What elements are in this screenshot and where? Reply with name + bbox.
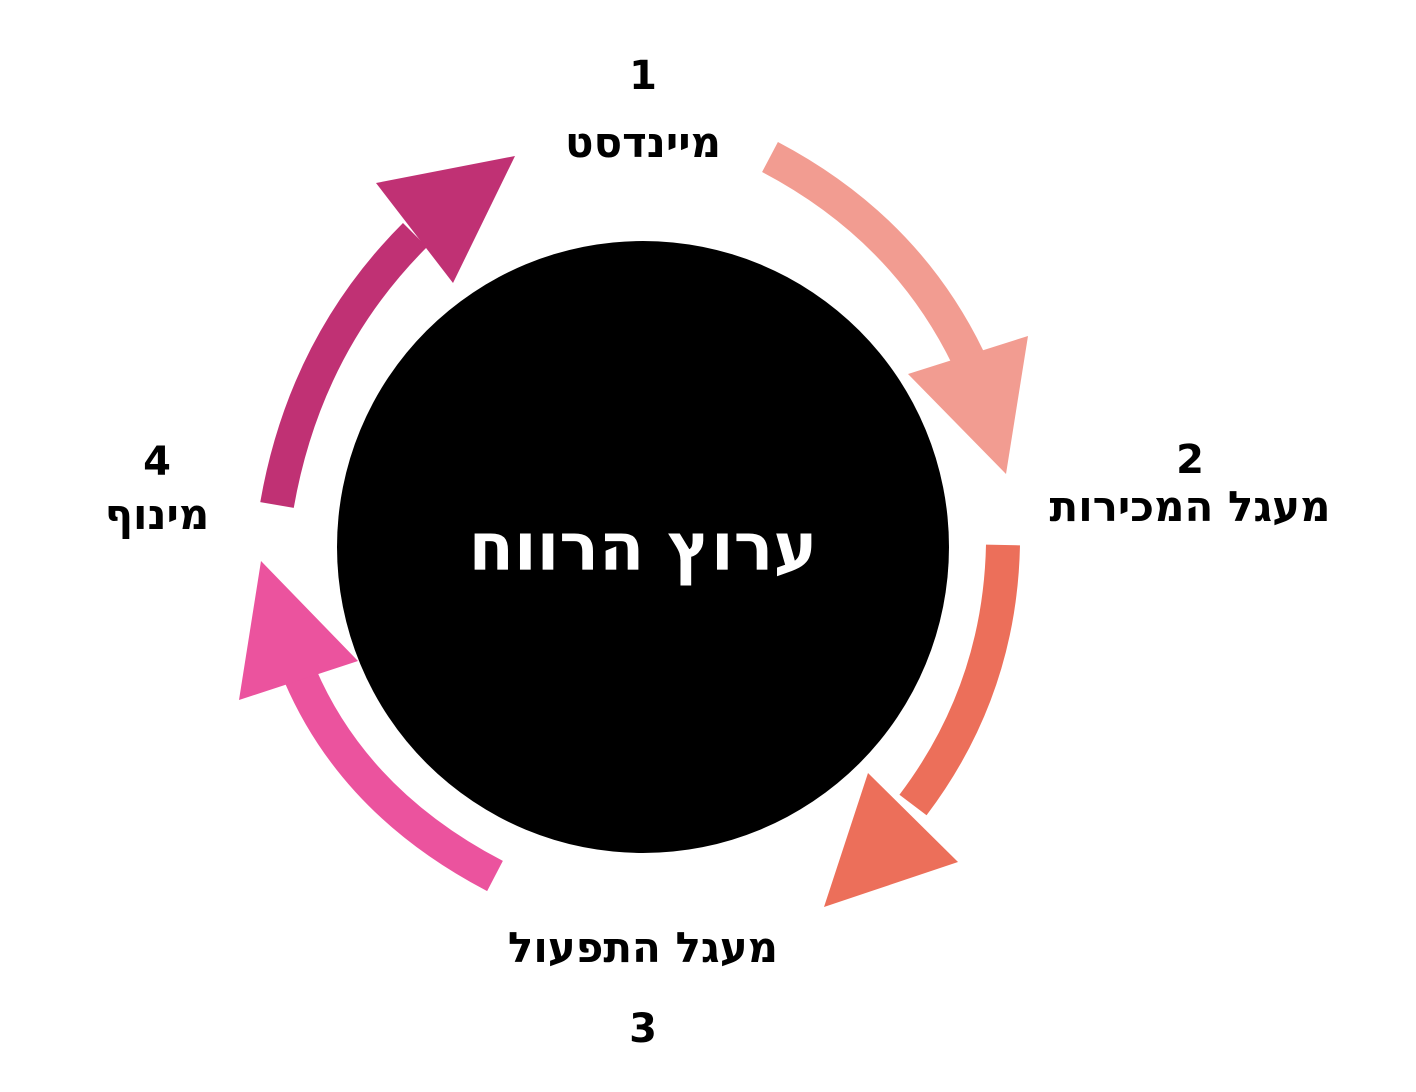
step-4-label: מינוף — [104, 490, 210, 539]
arrow-4-to-1 — [260, 156, 515, 508]
center-title: ערוץ הרווח — [468, 508, 818, 586]
arrow-2-to-3 — [824, 544, 1020, 907]
step-3-label: מעגל התפעול — [507, 923, 779, 972]
step-4-number: 4 — [143, 439, 171, 485]
center-circle — [337, 241, 949, 853]
step-2-label: מעגל המכירות — [1049, 482, 1331, 531]
step-1-number: 1 — [629, 53, 657, 99]
step-2-number: 2 — [1176, 437, 1204, 483]
arrow-1-to-2 — [762, 141, 1028, 474]
step-4: 4 מינוף — [105, 442, 210, 538]
step-3: מעגל התפעול 3 — [507, 923, 779, 1052]
step-1-label: מיינדסט — [565, 118, 721, 167]
step-2: 2 מעגל המכירות — [1050, 440, 1331, 530]
arrow-3-to-4 — [239, 561, 503, 892]
step-3-number: 3 — [629, 1006, 657, 1052]
step-1: 1 מיינדסט — [565, 56, 721, 166]
